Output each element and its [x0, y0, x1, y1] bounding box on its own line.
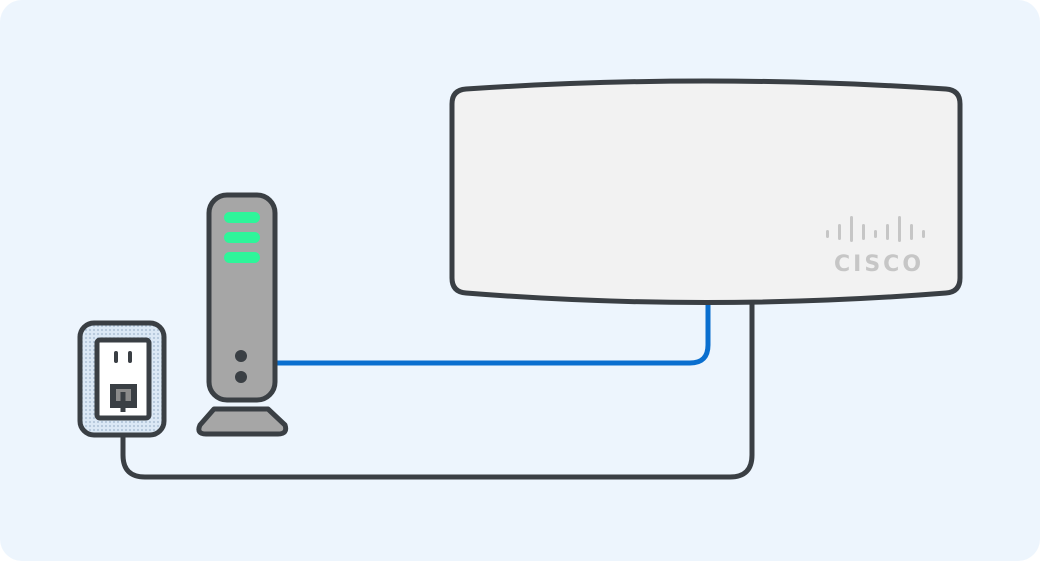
modem-stand — [196, 406, 289, 437]
modem — [196, 192, 289, 437]
cisco-logo-icon: CISCO — [826, 216, 925, 277]
ethernet-cable — [277, 300, 711, 366]
status-led-icon — [224, 252, 260, 263]
status-led-icon — [224, 232, 260, 243]
port-dot-icon — [235, 350, 247, 362]
power-cable — [120, 300, 755, 480]
access-point: CISCO — [449, 78, 963, 305]
port-dot-icon — [235, 371, 247, 383]
status-led-icon — [224, 212, 260, 223]
wall-outlet — [77, 320, 167, 438]
cisco-logo-text: CISCO — [834, 252, 924, 277]
